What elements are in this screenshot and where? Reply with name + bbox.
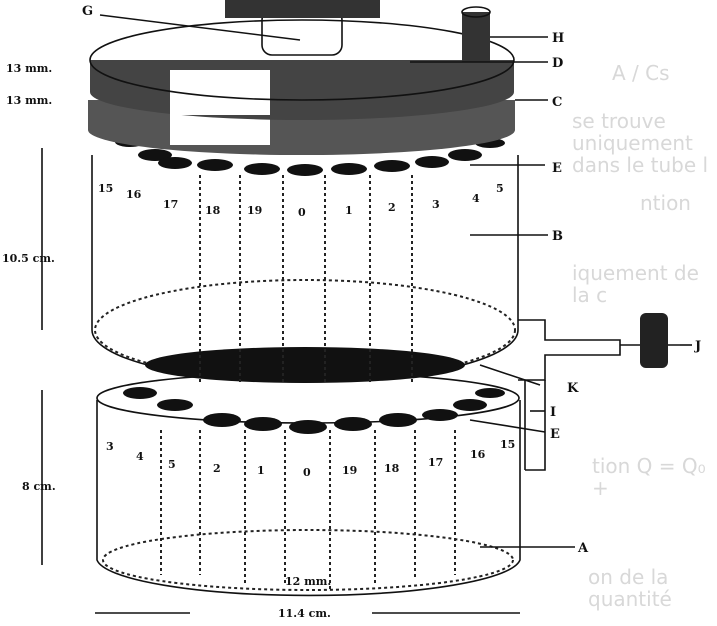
post-h xyxy=(461,6,491,62)
bleed-text: iquement de la c xyxy=(572,261,699,307)
label-b: B xyxy=(552,229,563,244)
tube-number: 5 xyxy=(496,182,504,195)
tube-number: 1 xyxy=(345,204,353,217)
lower-tube-numbers: 3 4 5 2 1 0 19 18 17 16 15 xyxy=(106,438,515,479)
tube-number: 0 xyxy=(303,466,311,479)
dim-lower-height: 8 cm. xyxy=(22,480,56,493)
label-i: I xyxy=(550,405,556,420)
tube-number: 15 xyxy=(98,182,113,195)
tube-number: 3 xyxy=(106,440,114,453)
disc-d xyxy=(89,19,515,120)
tube-number: 5 xyxy=(168,458,176,471)
tube-number: 19 xyxy=(247,204,262,217)
tube-number: 4 xyxy=(472,192,480,205)
tube-number: 3 xyxy=(432,198,440,211)
bleed-text: A / Cs xyxy=(612,61,670,85)
tube-number: 4 xyxy=(136,450,144,463)
leader-lines xyxy=(41,14,692,614)
tube-number: 2 xyxy=(213,462,221,475)
central-knob-g xyxy=(225,0,380,56)
dim-diameter: 11.4 cm. xyxy=(278,607,331,620)
dim-tube-spacing: 12 mm. xyxy=(285,575,331,588)
upper-tube-numbers: 15 16 17 18 19 0 1 2 3 4 5 xyxy=(98,182,504,219)
tube-number: 19 xyxy=(342,464,357,477)
tube-number: 18 xyxy=(205,204,221,217)
label-j: J xyxy=(694,339,701,354)
bleed-text: ntion xyxy=(640,191,691,215)
dim-disc-c: 13 mm. xyxy=(6,94,52,107)
tube-number: 2 xyxy=(388,201,396,214)
label-h: H xyxy=(552,31,564,46)
tube-number: 16 xyxy=(126,188,142,201)
label-e-bottom: E xyxy=(550,427,560,442)
label-c: C xyxy=(552,95,562,110)
dim-disc-d: 13 mm. xyxy=(6,62,52,75)
tube-number: 15 xyxy=(500,438,515,451)
tube-number: 17 xyxy=(428,456,443,469)
bleed-text: se trouve uniquement dans le tube l xyxy=(572,109,709,177)
tube-number: 18 xyxy=(384,462,400,475)
tube-number: 17 xyxy=(163,198,178,211)
bracket-i xyxy=(524,380,546,471)
label-g: G xyxy=(82,4,93,19)
lower-cylinder xyxy=(96,372,521,597)
label-k: K xyxy=(567,381,579,396)
tube-number: 1 xyxy=(257,464,265,477)
bleed-text: tion Q = Q₀ + xyxy=(592,454,706,500)
screw-j xyxy=(518,313,680,381)
label-a: A xyxy=(577,541,589,556)
bleed-text: on de la quantité xyxy=(588,565,672,611)
tube-number: 16 xyxy=(470,448,486,461)
label-e-top: E xyxy=(552,161,562,176)
tube-number: 0 xyxy=(298,206,306,219)
label-d: D xyxy=(552,56,563,71)
dim-upper-height: 10.5 cm. xyxy=(2,252,55,265)
upper-cylinder xyxy=(91,137,519,385)
